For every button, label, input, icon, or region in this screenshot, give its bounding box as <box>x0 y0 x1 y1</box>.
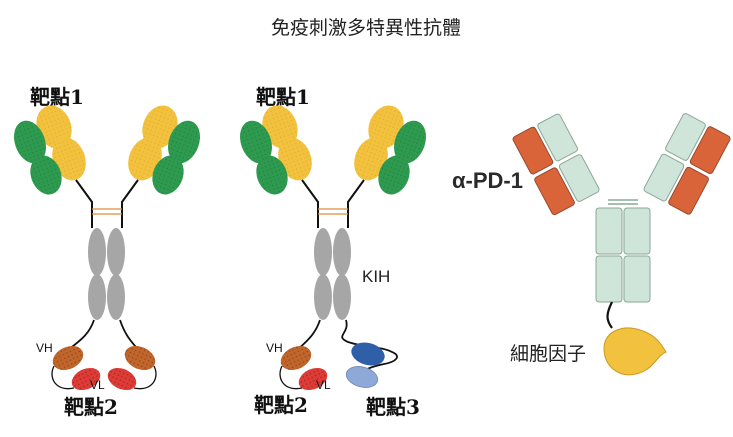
panel-2-left-fab-heavy-top <box>262 105 298 149</box>
panel-2-vh-domain <box>280 345 312 371</box>
panel-3-cytokine-linker <box>606 301 613 329</box>
panel-2-vl-domain <box>298 367 328 391</box>
panel-2-target-3-domain-light <box>345 366 379 388</box>
panel-1-right-fab-light-top <box>168 120 200 164</box>
panel-3-right-fab <box>643 113 731 215</box>
panel-1-left-vl-domain <box>71 367 101 391</box>
panel-3-cytokine <box>603 327 667 376</box>
panel-1-right-vh-domain <box>124 345 156 371</box>
panel-2-target-1-label: 靶點1 <box>256 85 310 109</box>
panel-1-right-fab-light-bottom <box>152 155 184 195</box>
panel-1-right-vl-domain <box>107 367 137 391</box>
panel-2-fc-ch2-right <box>333 228 351 276</box>
panel-1-fc-ch3-left <box>88 274 106 320</box>
panel-2-fc-ch3-left <box>314 274 332 320</box>
diagram-title: 免疫刺激多特異性抗體 <box>271 17 461 39</box>
panel-2-left-fab-light-bottom <box>256 155 288 195</box>
panel-1-hinge <box>75 179 139 228</box>
panel-2-target-2-label: 靶點2 <box>254 393 308 417</box>
panel-1-left-scfv-linker <box>51 365 75 390</box>
panel-2-fc-ch3-right <box>333 274 351 320</box>
panel-1-vl-label: VL <box>90 378 105 392</box>
panel-1-right-scfv-linker <box>133 365 157 390</box>
panel-1-left-fab-light-bottom <box>30 155 62 195</box>
panel-2-trispecific-antibody: 靶點1 KIH VH VL 靶點2 靶點3 <box>240 85 426 419</box>
panel-2-vh-label: VH <box>266 341 283 355</box>
panel-2-right-fab-heavy-top <box>368 105 404 149</box>
panel-3-fc-ch3-right <box>623 255 651 303</box>
panel-3-fc-ch3-left <box>595 255 623 303</box>
panel-1-target-2-label: 靶點2 <box>64 395 118 419</box>
panel-2-right-fab-light-bottom <box>378 155 410 195</box>
panel-2-right-fab-heavy-bottom <box>354 137 388 181</box>
panel-1-left-fab-heavy-top <box>36 105 72 149</box>
panel-2-left-fab-light-top <box>240 120 272 164</box>
panel-3-anti-pd1-cytokine-fusion: α-PD-1 細胞因子 <box>452 113 731 376</box>
panel-2-vl-label: VL <box>316 378 331 392</box>
panel-1-fc-ch3-right <box>107 274 125 320</box>
panel-1-left-vh-domain <box>52 345 84 371</box>
panel-1-fc-ch2-right <box>107 228 125 276</box>
panel-2-fc-ch2-left <box>314 228 332 276</box>
panel-3-left-fab <box>512 113 600 216</box>
panel-1-right-fab-heavy-bottom <box>128 137 162 181</box>
panel-2-scfv-linker <box>279 365 303 390</box>
panel-3-antibody-label: α-PD-1 <box>452 168 523 193</box>
panel-3-fc-ch2-right <box>623 207 651 255</box>
panel-2-right-fab-light-top <box>394 120 426 164</box>
panel-1-bispecific-antibody: 靶點1 VH VL 靶點2 <box>14 85 200 419</box>
panel-1-left-fab-heavy-bottom <box>52 137 86 181</box>
panel-2-right-linker <box>341 319 398 381</box>
panel-1-left-fab-light-top <box>14 120 46 164</box>
panel-1-right-fab-heavy-top <box>142 105 178 149</box>
panel-2-target-3-label: 靶點3 <box>366 395 420 419</box>
panel-2-kih-label: KIH <box>362 267 390 286</box>
panel-2-target-3-domain-dark <box>351 342 385 366</box>
panel-1-fc-ch2-left <box>88 228 106 276</box>
panel-3-fc-ch2-left <box>595 207 623 255</box>
panel-3-cytokine-label: 細胞因子 <box>510 343 586 365</box>
panel-2-hinge <box>301 179 365 228</box>
panel-1-target-1-label: 靶點1 <box>30 85 84 109</box>
panel-2-left-fab-heavy-bottom <box>278 137 312 181</box>
panel-1-vh-label: VH <box>36 341 53 355</box>
